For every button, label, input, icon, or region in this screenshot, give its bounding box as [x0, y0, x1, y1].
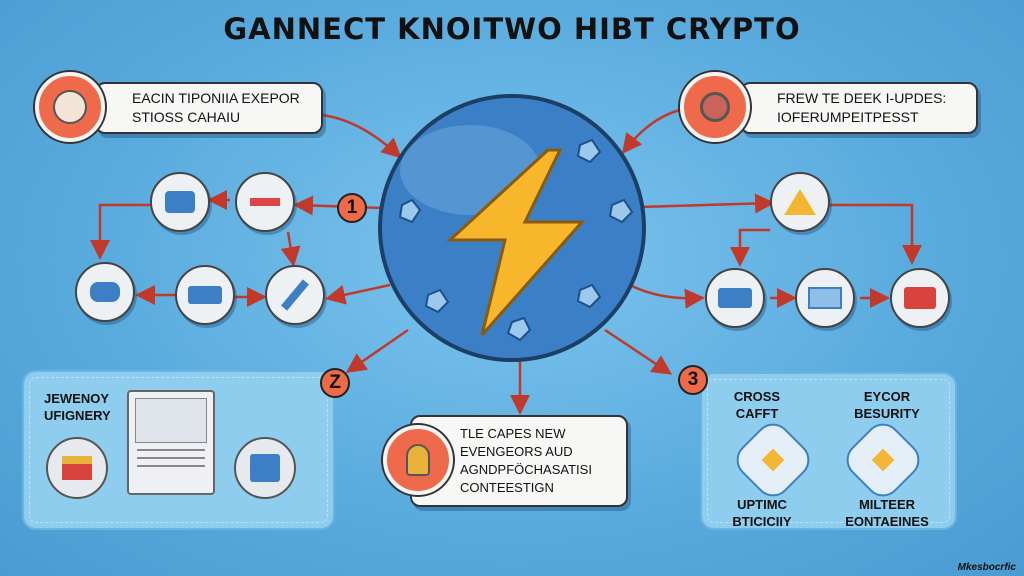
callout-top-left: EACIN TIPONIIA EXEPOR STIOSS CAHAIU	[95, 82, 323, 134]
callout-orb	[35, 72, 105, 142]
server-node-icon	[705, 268, 765, 328]
arrow	[621, 108, 681, 154]
card-node-icon	[175, 265, 235, 325]
document-icon	[127, 390, 215, 495]
arrow	[730, 228, 770, 267]
panel-label-line: JEWENOY	[44, 391, 110, 406]
arrow	[280, 231, 301, 267]
lightbulb-icon	[406, 444, 430, 476]
crystal-icon	[576, 283, 602, 309]
callout-text: CONTEESTIGN	[460, 480, 554, 495]
panel-label-line: EYCOR	[863, 389, 911, 404]
arrow	[604, 328, 673, 375]
panel-label-line: CROSS	[733, 389, 781, 404]
crystal-icon	[398, 198, 422, 224]
step-badge-1: 1	[337, 193, 367, 223]
lightning-bolt-icon	[446, 148, 586, 336]
right-panel: CROSS CAFFT EYCOR BESURITY UPTIMC BTICICIIY…	[700, 372, 957, 530]
callout-text: IOFERUMPEITPESST	[777, 109, 919, 125]
token-diamond-icon	[729, 416, 817, 504]
crystal-icon	[608, 198, 634, 224]
callout-text: STIOSS CAHAIU	[132, 109, 241, 125]
magnifier-icon	[700, 92, 730, 122]
step-badge-3: 3	[678, 365, 708, 395]
panel-label-line: UPTIMC	[737, 497, 787, 512]
crystal-icon	[424, 288, 450, 314]
panel-label: JEWENOY UFIGNERY	[44, 390, 111, 424]
callout-top-right: FREW TE DEEK I-UPDES: IOFERUMPEITPESST	[740, 82, 978, 134]
arrow	[321, 113, 402, 159]
watermark: Mkesbocrfic	[957, 562, 1016, 573]
callout-text: EVENGEORS AUD	[460, 444, 573, 459]
panel-label-line: EONTAEINES	[845, 514, 929, 529]
panel-label: MILTEER EONTAEINES	[837, 496, 937, 530]
callout-text: AGNDPFÖCHASATISI	[460, 462, 592, 477]
crystal-icon	[506, 316, 532, 342]
central-sphere	[378, 94, 646, 362]
callout-orb	[680, 72, 750, 142]
arrow	[90, 203, 150, 260]
token-diamond-icon	[839, 416, 927, 504]
panel-label: CROSS CAFFT	[722, 388, 792, 422]
panel-label: EYCOR BESURITY	[842, 388, 932, 422]
arrow	[830, 203, 922, 265]
panel-label-line: CAFFT	[735, 406, 779, 421]
camera-node-icon	[150, 172, 210, 232]
crystal-icon	[576, 138, 602, 164]
step-badge-2: Z	[320, 368, 350, 398]
callout-text: FREW TE DEEK I-UPDES:	[777, 90, 947, 106]
panel-label: UPTIMC BTICICIIY	[722, 496, 802, 530]
panel-label-line: BTICICIIY	[732, 514, 792, 529]
printer-node-icon	[890, 268, 950, 328]
panel-label-line: BESURITY	[854, 406, 920, 421]
panel-label-line: UFIGNERY	[44, 408, 111, 423]
padlock-icon	[46, 437, 108, 499]
arrow	[629, 283, 705, 309]
tool-node-icon	[235, 172, 295, 232]
panel-label-line: MILTEER	[858, 497, 916, 512]
left-panel: JEWENOY UFIGNERY	[22, 370, 335, 530]
server-blocks-icon	[234, 437, 296, 499]
device-node-icon	[75, 262, 135, 322]
machine-node-icon	[795, 268, 855, 328]
callout-text: TLE CAPES NEW	[460, 426, 566, 441]
page-title: GANNECT KNOITWO HIBT CRYPTO	[223, 12, 801, 46]
warning-node-icon	[770, 172, 830, 232]
callout-text: EACIN TIPONIIA EXEPOR	[132, 90, 300, 106]
pen-node-icon	[265, 265, 325, 325]
callout-orb	[383, 425, 453, 495]
arrow	[345, 328, 409, 373]
explosion-icon	[53, 90, 87, 124]
arrow	[639, 193, 775, 214]
arrow	[325, 283, 391, 305]
